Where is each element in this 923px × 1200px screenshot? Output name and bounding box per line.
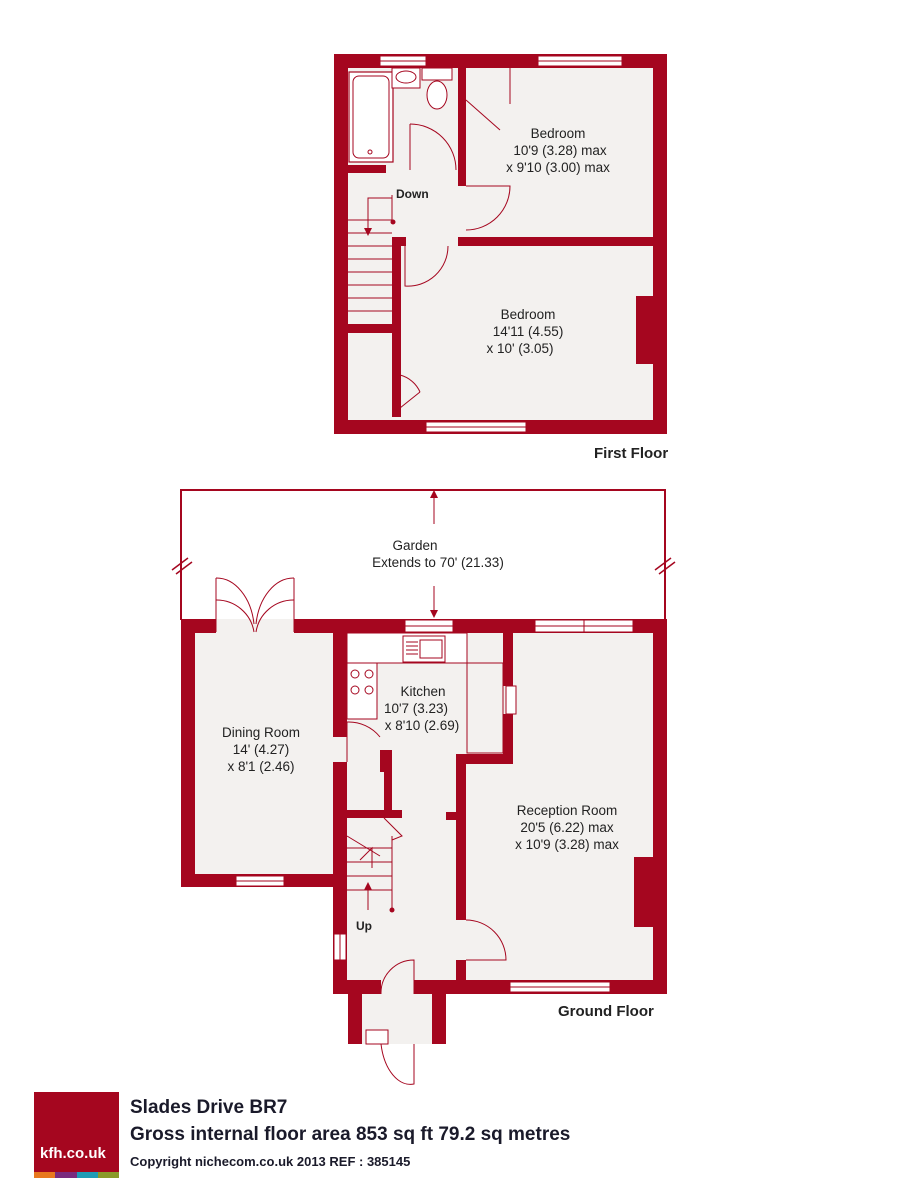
logo-stripe-olive [97,1172,119,1178]
bedroom2-name: Bedroom [501,307,556,322]
floor-plan: Bedroom 10'9 (3.28) max x 9'10 (3.00) ma… [171,54,676,1085]
reception-dim1: 20'5 (6.22) max [520,820,614,835]
reception-name: Reception Room [517,803,618,818]
kfh-logo: kfh.co.uk [34,1092,119,1172]
copyright-ref: Copyright nichecom.co.uk 2013 REF : 3851… [130,1154,411,1169]
logo-stripe-purple [55,1172,77,1178]
property-address: Slades Drive BR7 [130,1097,288,1118]
kitchen-dim1: 10'7 (3.23) [384,701,448,716]
bedroom1-name: Bedroom [531,126,586,141]
dining-dim1: 14' (4.27) [233,742,290,757]
dining-dim2: x 8'1 (2.46) [227,759,294,774]
stairs-down-label: Down [396,187,429,201]
bedroom2-dim1: 14'11 (4.55) [493,324,564,339]
kitchen-dim2: x 8'10 (2.69) [385,718,460,733]
logo-stripe-orange [34,1172,56,1178]
reception-dim2: x 10'9 (3.28) max [515,837,619,852]
first-floor-plan: Bedroom 10'9 (3.28) max x 9'10 (3.00) ma… [334,54,668,462]
ground-floor-plan: Garden Extends to 70' (21.33) Kitchen 10… [171,489,676,1085]
kitchen-name: Kitchen [400,684,445,699]
bedroom1-dim1: 10'9 (3.28) max [513,143,607,158]
logo-stripes [34,1172,119,1178]
stairs-up-label: Up [356,919,372,933]
dining-name: Dining Room [222,725,300,740]
gross-internal-area: Gross internal floor area 853 sq ft 79.2… [130,1124,571,1145]
bedroom1-dim2: x 9'10 (3.00) max [506,160,610,175]
logo-text: kfh.co.uk [40,1145,106,1162]
garden-name: Garden [392,538,437,553]
logo-stripe-teal [76,1172,98,1178]
bedroom2-dim2: x 10' (3.05) [486,341,553,356]
footer: kfh.co.uk Slades Drive BR7 Gross interna… [34,1092,894,1182]
first-floor-title: First Floor [594,445,668,462]
ground-floor-title: Ground Floor [558,1003,654,1020]
garden-dim1: Extends to 70' (21.33) [372,555,504,570]
